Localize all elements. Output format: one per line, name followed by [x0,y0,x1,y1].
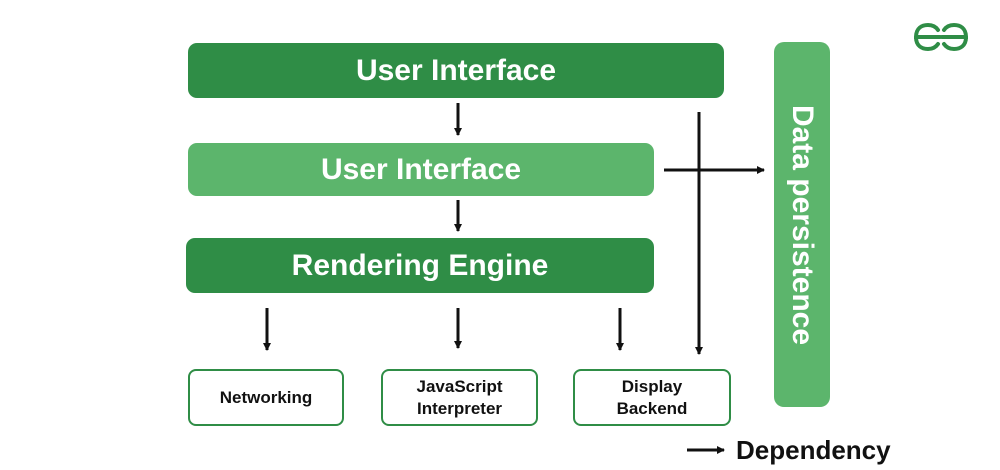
display-backend-label-line2: Backend [616,398,688,418]
display-backend-label-line1: Display [621,376,683,396]
javascript-interpreter-label-line2: Interpreter [416,398,503,418]
user-interface-label: User Interface [355,53,557,87]
user-interface-secondary-layer: User Interface [188,143,654,196]
javascript-interpreter-box: JavaScript Interpreter [381,369,538,426]
user-interface-secondary-label: User Interface [320,152,522,186]
networking-label: Networking [219,387,313,407]
data-persistence-layer: Data persistence [774,42,830,407]
rendering-engine-label: Rendering Engine [291,248,549,282]
display-backend-box: Display Backend [573,369,731,426]
data-persistence-label: Data persistence [786,104,819,345]
user-interface-layer: User Interface [188,43,724,98]
geeksforgeeks-logo-icon [913,22,969,52]
javascript-interpreter-label-line1: JavaScript [416,376,503,396]
rendering-engine-layer: Rendering Engine [186,238,654,293]
legend-dependency-label: Dependency [736,435,891,465]
networking-box: Networking [188,369,344,426]
